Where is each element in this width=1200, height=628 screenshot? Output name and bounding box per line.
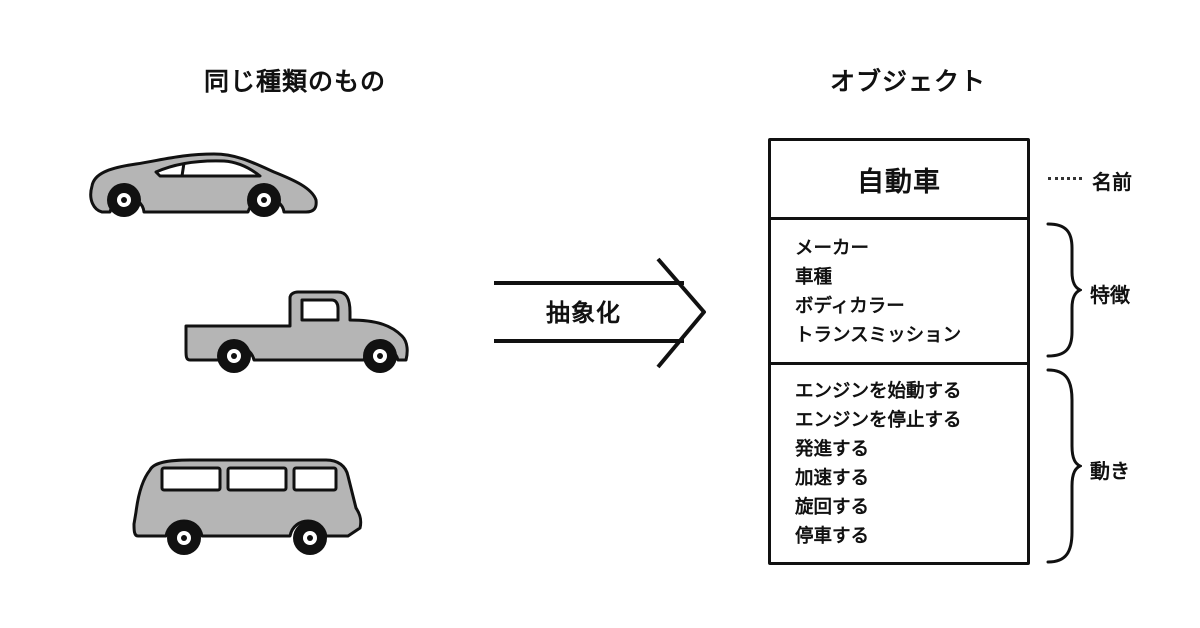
object-box: 自動車 メーカー 車種 ボディカラー トランスミッション エンジンを始動する エ… xyxy=(768,138,1030,565)
heading-object: オブジェクト xyxy=(830,67,987,96)
method-item: エンジンを停止する xyxy=(795,410,962,431)
label-name: 名前 xyxy=(1092,170,1132,194)
attribute-item: ボディカラー xyxy=(795,296,905,317)
van-icon xyxy=(132,458,363,555)
arrow-label: 抽象化 xyxy=(546,299,621,327)
name-dotted-leader xyxy=(1048,177,1082,180)
attribute-list: メーカー 車種 ボディカラー トランスミッション xyxy=(771,220,1027,365)
sports-car-icon xyxy=(89,152,318,217)
method-item: 加速する xyxy=(795,468,870,489)
method-item: 停車する xyxy=(795,526,870,547)
method-item: 発進する xyxy=(795,439,870,460)
attribute-item: トランスミッション xyxy=(795,325,962,346)
object-name: 自動車 xyxy=(771,141,1027,220)
method-item: エンジンを始動する xyxy=(795,381,962,402)
heading-same-kind: 同じ種類のもの xyxy=(204,67,387,96)
wheel-icon xyxy=(107,183,141,217)
method-list: エンジンを始動する エンジンを停止する 発進する 加速する 旋回する 停車する xyxy=(771,365,1027,551)
label-methods: 動き xyxy=(1090,459,1130,483)
abstraction-arrow-icon xyxy=(494,257,706,369)
method-item: 旋回する xyxy=(795,497,870,518)
attributes-brace-icon xyxy=(1046,222,1082,358)
pickup-truck-icon xyxy=(184,290,409,373)
attribute-item: 車種 xyxy=(795,267,833,288)
methods-brace-icon xyxy=(1046,368,1082,564)
label-attributes: 特徴 xyxy=(1090,283,1130,307)
attribute-item: メーカー xyxy=(795,238,870,259)
